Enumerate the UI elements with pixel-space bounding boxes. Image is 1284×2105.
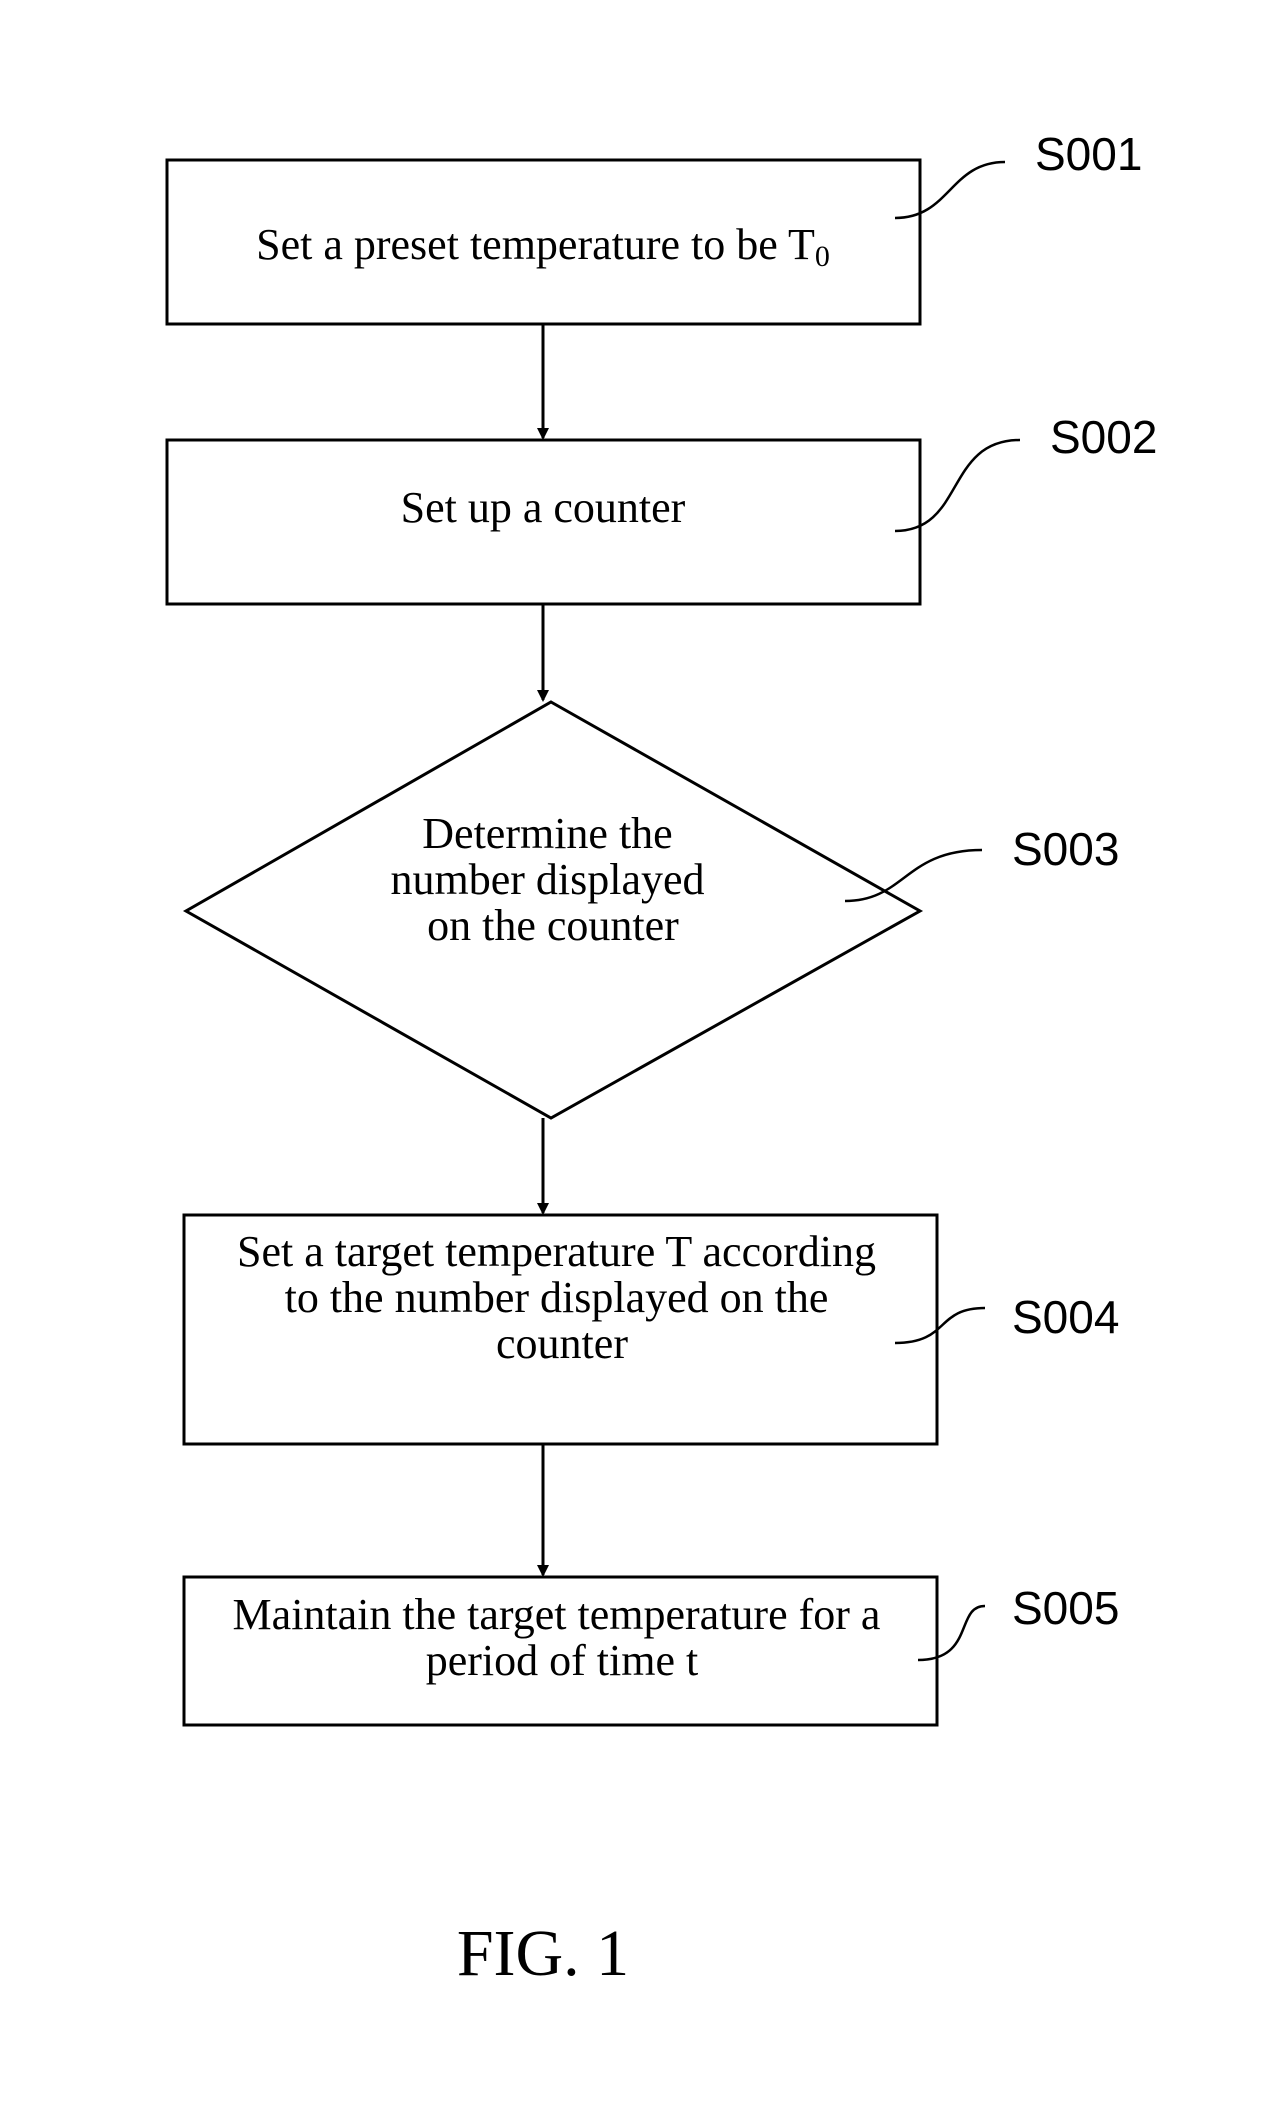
step-label-s004: S004: [1012, 1291, 1119, 1343]
step-label-s002: S002: [1050, 411, 1157, 463]
figure-caption: FIG. 1: [457, 1917, 629, 1990]
step-label-s003: S003: [1012, 823, 1119, 875]
step-label-s005: S005: [1012, 1582, 1119, 1634]
step-text-s002: Set up a counter: [401, 483, 686, 532]
step-text-s001: Set a preset temperature to be T0: [256, 220, 830, 273]
step-text-s003: Determine the number displayed on the co…: [390, 809, 715, 950]
step-label-s001: S001: [1035, 128, 1142, 180]
